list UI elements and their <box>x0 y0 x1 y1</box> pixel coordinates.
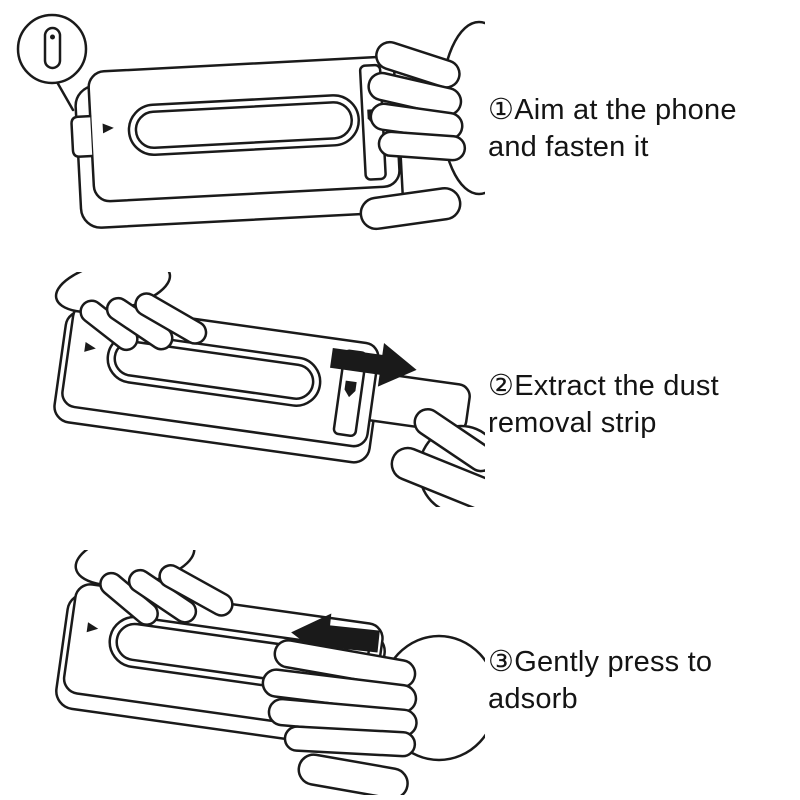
arrow-right-icon <box>330 343 417 387</box>
left-marker-icon <box>102 123 114 134</box>
finger <box>375 40 461 89</box>
caption-line: ①Aim at the phone <box>488 94 737 126</box>
thumb <box>297 753 409 795</box>
hand-pressing-icon <box>261 634 485 795</box>
step-2-illustration <box>53 272 485 507</box>
clip-ear <box>70 114 94 158</box>
caption-line: ③Gently press to <box>488 646 713 678</box>
caption-line: adsorb <box>488 683 578 716</box>
slot-inner <box>134 101 353 150</box>
thumb <box>390 446 485 507</box>
left-marker-icon <box>86 622 99 633</box>
finger <box>377 130 467 162</box>
device-holder <box>53 302 471 464</box>
hand-holding-icon <box>74 550 234 626</box>
detail-callout-icon <box>16 13 88 112</box>
caption-line: removal strip <box>488 407 657 440</box>
finger <box>158 564 234 617</box>
hand-pulling-icon <box>390 408 485 507</box>
step-1-caption: ①Aim at the phone and fasten it <box>488 92 788 166</box>
hand-gripping-icon <box>359 20 485 231</box>
finger <box>134 292 208 345</box>
caption-line: ②Extract the dust <box>488 370 719 402</box>
step-2-caption: ②Extract the dust removal strip <box>488 368 788 442</box>
step-3-illustration <box>55 550 485 795</box>
hand-holding-icon <box>54 272 208 352</box>
left-marker-icon <box>84 341 96 352</box>
step-3-caption: ③Gently press to adsorb <box>488 644 788 718</box>
finger <box>283 725 417 758</box>
finger <box>413 408 485 473</box>
step-1-illustration <box>16 13 485 231</box>
device-holder <box>70 55 404 229</box>
right-marker-icon <box>344 380 357 398</box>
slot-inner <box>113 340 315 400</box>
caption-line: and fasten it <box>488 131 649 164</box>
thumb <box>359 186 462 231</box>
